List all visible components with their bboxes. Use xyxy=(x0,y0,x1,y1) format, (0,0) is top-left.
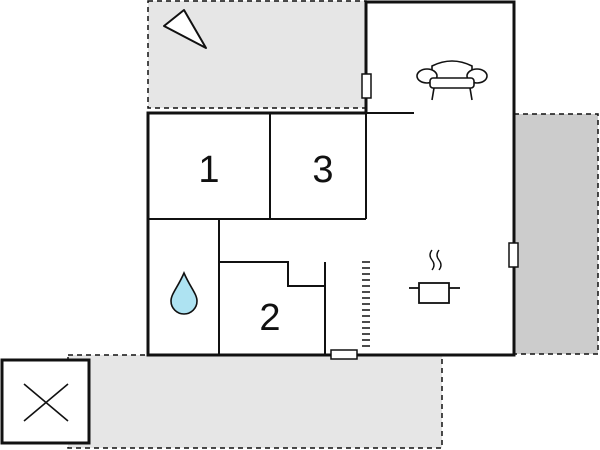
cooking-pot-icon xyxy=(409,249,460,304)
terrace-bottom xyxy=(67,354,443,449)
door-bottom xyxy=(330,349,358,360)
window-top xyxy=(361,73,372,99)
window-right xyxy=(508,242,519,268)
water-drop-icon xyxy=(170,270,198,315)
room-2-label: 2 xyxy=(259,297,280,339)
terrace-right xyxy=(513,113,599,355)
closed-x-icon xyxy=(0,358,91,445)
sofa-icon xyxy=(416,60,488,101)
compass-north-icon xyxy=(163,9,207,49)
interior-walls xyxy=(148,112,414,355)
room-1-label: 1 xyxy=(198,149,219,191)
room-3-label: 3 xyxy=(312,149,333,191)
outer-walls xyxy=(146,0,516,357)
staircase-icon xyxy=(362,261,370,347)
